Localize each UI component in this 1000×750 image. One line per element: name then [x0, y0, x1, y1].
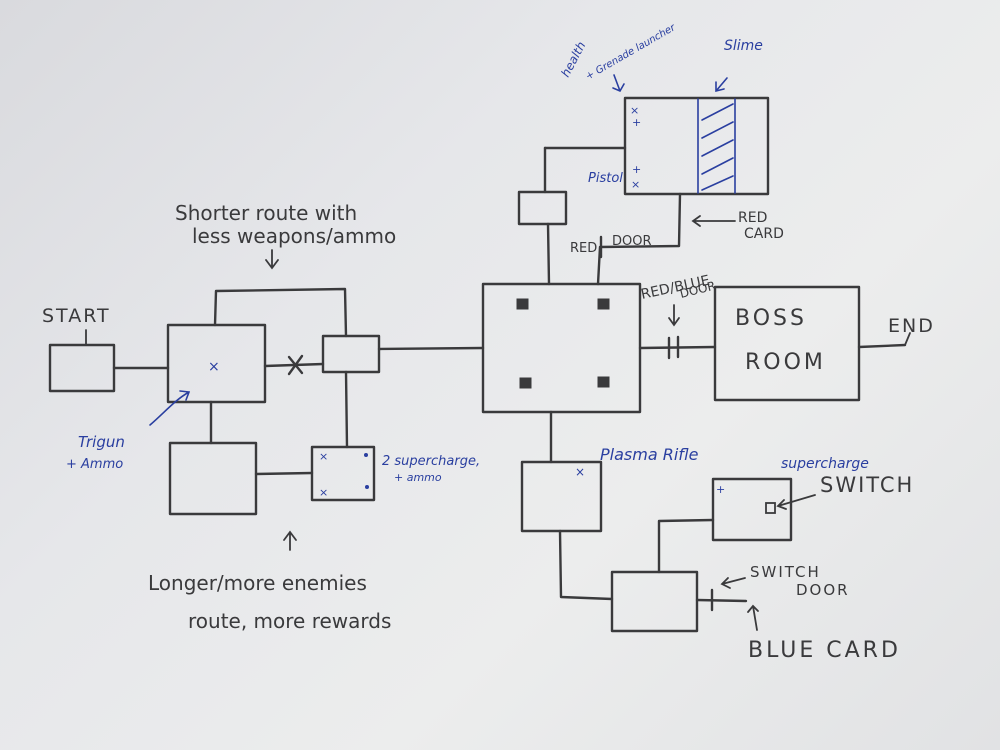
end-label: END: [888, 315, 935, 337]
supercharge-label: supercharge: [781, 456, 869, 472]
svg-text:+: +: [632, 163, 641, 176]
svg-text:+: +: [716, 483, 725, 496]
plasma-room: [522, 462, 601, 531]
blue-card-room: [612, 572, 697, 631]
trigun-line2: + Ammo: [66, 457, 123, 472]
long-route-room: [170, 443, 256, 514]
svg-text:+: +: [632, 116, 641, 129]
switch-door-line2: DOOR: [796, 581, 850, 599]
blue-card-label: BLUE CARD: [748, 638, 901, 663]
svg-text:×: ×: [208, 359, 220, 375]
red-card-line2: CARD: [744, 226, 784, 242]
svg-text:×: ×: [319, 486, 328, 499]
red-door-line2: DOOR: [612, 234, 652, 249]
red-door-line1: RED: [570, 241, 597, 256]
hub-pickups: [517, 299, 609, 388]
slime-label: Slime: [724, 38, 763, 54]
pistol-label: Pistol: [588, 171, 623, 186]
shorter-route-line1: Shorter route with: [175, 201, 357, 225]
boss-label-line1: BOSS: [735, 306, 807, 331]
slime-room: [625, 98, 768, 194]
red-card-line1: RED: [738, 210, 767, 226]
shorter-route-line2: less weapons/ammo: [192, 224, 396, 248]
boss-label-line2: ROOM: [745, 350, 826, 375]
slime-pool: [698, 99, 735, 193]
longer-route-line1: Longer/more enemies: [148, 571, 367, 595]
supercharge-ammo-line2: + ammo: [394, 471, 442, 484]
longer-route-line2: route, more rewards: [188, 609, 391, 633]
supercharge-ammo-line1: 2 supercharge,: [382, 454, 480, 469]
switch-marker: [766, 503, 775, 513]
start-label: START: [42, 305, 111, 327]
health-line2: + Grenade launcher: [584, 22, 678, 83]
boss-room: [715, 287, 859, 400]
svg-text:×: ×: [575, 465, 585, 479]
hub-room: [483, 284, 640, 412]
trigun-line1: Trigun: [78, 433, 125, 451]
pistol-room: [519, 192, 566, 224]
start-room: [50, 345, 114, 391]
svg-text:×: ×: [319, 450, 328, 463]
svg-text:×: ×: [631, 178, 640, 191]
plasma-rifle-label: Plasma Rifle: [600, 445, 699, 464]
switch-door-line1: SWITCH: [750, 563, 821, 581]
switch-label: SWITCH: [820, 473, 914, 497]
junction-room: [323, 336, 379, 372]
